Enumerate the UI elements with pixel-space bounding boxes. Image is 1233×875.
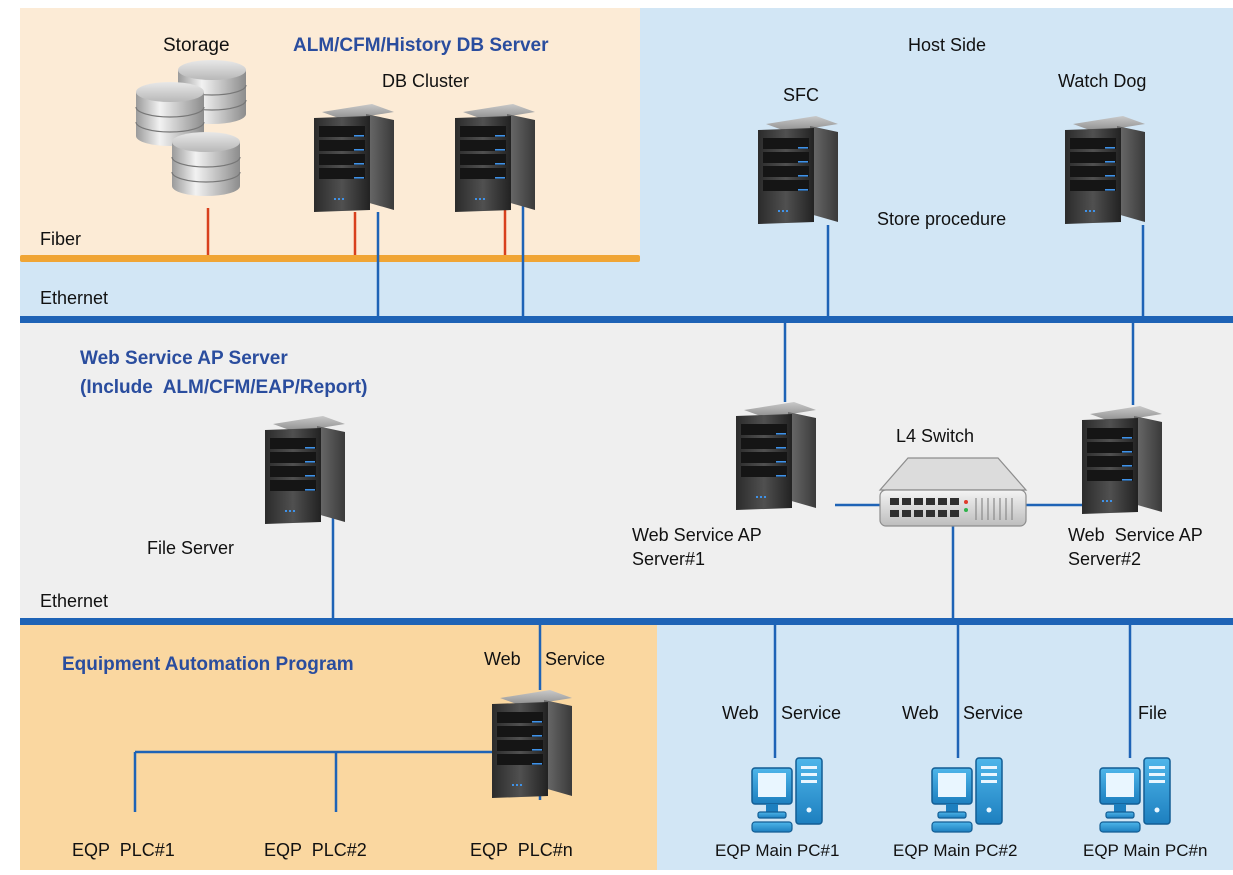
sfc-label: SFC <box>783 85 819 105</box>
plc1-label: EQP PLC#1 <box>72 840 175 860</box>
store-procedure-label: Store procedure <box>877 209 1006 229</box>
l4-switch-label: L4 Switch <box>896 426 974 446</box>
eap-server-icon <box>492 690 572 798</box>
zone-eqp-pcs <box>657 624 1233 870</box>
pcn-label: EQP Main PC#n <box>1083 841 1207 860</box>
plcn-label: EQP PLC#n <box>470 840 573 860</box>
zone-ethernet-top-band <box>20 260 640 318</box>
sfc-server-icon <box>758 116 838 224</box>
fiber-label: Fiber <box>40 229 81 249</box>
ethernet-bus-bottom <box>20 618 1233 625</box>
blue-links <box>133 205 1145 812</box>
eap-title: Equipment Automation Program <box>62 654 354 675</box>
ws2-label-line2: Server#2 <box>1068 549 1141 569</box>
file-server-label: File Server <box>147 538 234 558</box>
pc1-link-label-a: Web <box>722 703 759 723</box>
pc2-link-label-a: Web <box>902 703 939 723</box>
host-side-title: Host Side <box>908 35 986 55</box>
storage-disk-icon <box>177 60 247 124</box>
pc1-label: EQP Main PC#1 <box>715 841 839 860</box>
ethernet-bus-top <box>20 316 1233 323</box>
pc3-link-label: File <box>1138 703 1167 723</box>
ws1-label-line1: Web Service AP <box>632 525 762 545</box>
pc2-link-label-b: Service <box>963 703 1023 723</box>
db-server-title: ALM/CFM/History DB Server <box>293 35 549 56</box>
pc1-link-label-b: Service <box>781 703 841 723</box>
watch-dog-label: Watch Dog <box>1058 71 1146 91</box>
plc2-label: EQP PLC#2 <box>264 840 367 860</box>
pc2-label: EQP Main PC#2 <box>893 841 1017 860</box>
storage-disk-icon <box>171 132 241 196</box>
storage-disk-icon <box>135 82 205 146</box>
web-service-server-2-icon <box>1082 406 1162 514</box>
ethernet-bottom-label: Ethernet <box>40 591 108 611</box>
ws2-label-line1: Web Service AP <box>1068 525 1203 545</box>
eap-link-label-b: Service <box>545 649 605 669</box>
eap-link-label-a: Web <box>484 649 521 669</box>
file-server-icon <box>265 416 345 524</box>
l4-switch-icon <box>878 457 1028 527</box>
web-service-server-1-icon <box>736 402 816 510</box>
web-service-title-line2: (Include ALM/CFM/EAP/Report) <box>80 377 367 398</box>
db-cluster-server-icon <box>455 104 535 212</box>
fiber-bus <box>20 255 640 262</box>
db-cluster-server-icon <box>314 104 394 212</box>
zone-web-service <box>20 318 1233 624</box>
watch-dog-server-icon <box>1065 116 1145 224</box>
ethernet-top-label: Ethernet <box>40 288 108 308</box>
ws1-label-line2: Server#1 <box>632 549 705 569</box>
red-fiber-drops <box>206 208 507 255</box>
db-cluster-label: DB Cluster <box>382 71 469 91</box>
storage-label: Storage <box>163 35 230 56</box>
web-service-title-line1: Web Service AP Server <box>80 348 288 369</box>
